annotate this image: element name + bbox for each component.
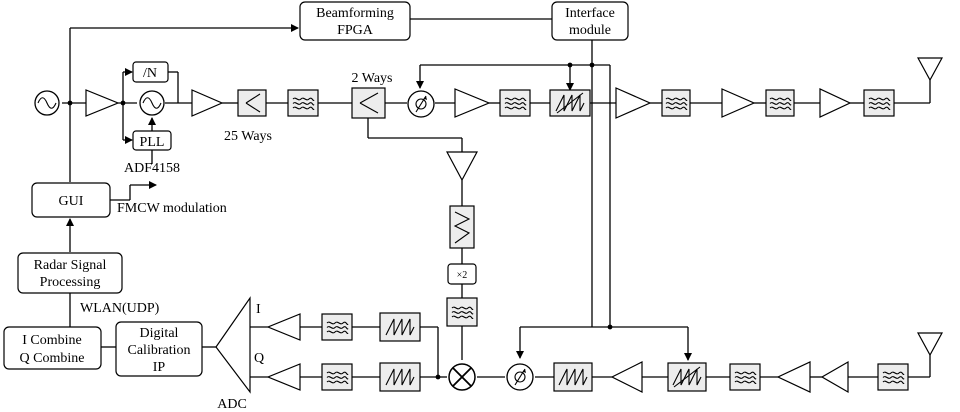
bpf-top-3 [661, 89, 691, 117]
amplifier-top-2 [191, 89, 224, 117]
vco [139, 90, 165, 116]
iq-combine-box: I Combine Q Combine [3, 326, 102, 370]
interface-module-box: Interface module [551, 1, 629, 41]
beamforming-fpga-box: Beamforming FPGA [299, 1, 411, 41]
svg-text:Radar Signal: Radar Signal [34, 258, 107, 273]
fmcw-modulation-label: FMCW modulation [117, 201, 227, 216]
frequency-doubler: ×2 [447, 263, 477, 285]
tx-antenna-icon [916, 57, 944, 82]
bpf-q [321, 363, 353, 391]
bpf-i [321, 313, 353, 341]
ramp-filter-i [379, 312, 421, 342]
rx-antenna-icon [916, 332, 944, 357]
phase-shifter-top [407, 90, 435, 118]
amplifier-top-1 [85, 89, 120, 117]
bpf-rx-2 [877, 363, 909, 391]
amplifier-top-3 [454, 88, 491, 118]
svg-text:FPGA: FPGA [337, 23, 374, 38]
bpf-top-5 [863, 89, 895, 117]
amplifier-rx-2 [776, 361, 811, 393]
q-channel-label: Q [254, 351, 264, 366]
splitter-25-ways [237, 89, 267, 117]
bpf-rx-1 [729, 363, 761, 391]
adc-label: ADC [217, 397, 247, 412]
svg-text:Q Combine: Q Combine [20, 351, 85, 366]
i-channel-label: I [256, 302, 261, 317]
ways-25-label: 25 Ways [224, 129, 272, 144]
gui-box: GUI [31, 182, 111, 218]
splitter-2-ways [351, 87, 386, 119]
divider-box: /N [132, 61, 169, 83]
amplifier-top-5 [721, 88, 756, 118]
wlan-udp-label: WLAN(UDP) [80, 301, 160, 316]
svg-text:Digital: Digital [140, 326, 179, 341]
svg-text:Processing: Processing [40, 275, 101, 290]
mixer-icon [448, 363, 476, 391]
bpf-top-2 [499, 89, 531, 117]
amplifier-q [266, 363, 301, 391]
bpf-top-1 [287, 89, 319, 117]
svg-text:Beamforming: Beamforming [316, 6, 394, 21]
adf4158-label: ADF4158 [124, 161, 180, 176]
amplifier-lo [445, 151, 479, 182]
svg-text:×2: ×2 [457, 270, 468, 281]
adc-block [215, 296, 251, 394]
radar-signal-processing-box: Radar Signal Processing [17, 252, 123, 294]
svg-text:GUI: GUI [59, 194, 84, 209]
ramp-filter-q [379, 362, 421, 392]
junction-dots [67, 62, 613, 380]
svg-text:IP: IP [153, 360, 166, 375]
ramp-filter-lo [449, 205, 475, 249]
reference-oscillator [34, 90, 60, 116]
ways-2-label: 2 Ways [351, 71, 392, 86]
pll-box: PLL [132, 130, 172, 151]
svg-text:Interface: Interface [565, 6, 615, 21]
amplifier-top-4 [615, 87, 652, 119]
phase-shifter-bottom [506, 363, 534, 391]
signal-wires [62, 18, 931, 378]
amplifier-i [266, 313, 301, 341]
svg-text:/N: /N [143, 66, 157, 81]
attenuator-top [549, 89, 591, 117]
attenuator-bottom [667, 362, 707, 392]
svg-text:Calibration: Calibration [128, 343, 191, 358]
bpf-top-4 [765, 89, 795, 117]
amplifier-rx-1 [610, 361, 643, 393]
svg-text:PLL: PLL [140, 135, 165, 150]
svg-text:module: module [569, 23, 611, 38]
bpf-lo [446, 297, 478, 327]
svg-text:I Combine: I Combine [22, 333, 82, 348]
ramp-filter-rx [553, 362, 593, 392]
amplifier-rx-3 [820, 360, 849, 394]
amplifier-top-6 [819, 88, 852, 118]
digital-calibration-ip-box: Digital Calibration IP [115, 321, 203, 377]
